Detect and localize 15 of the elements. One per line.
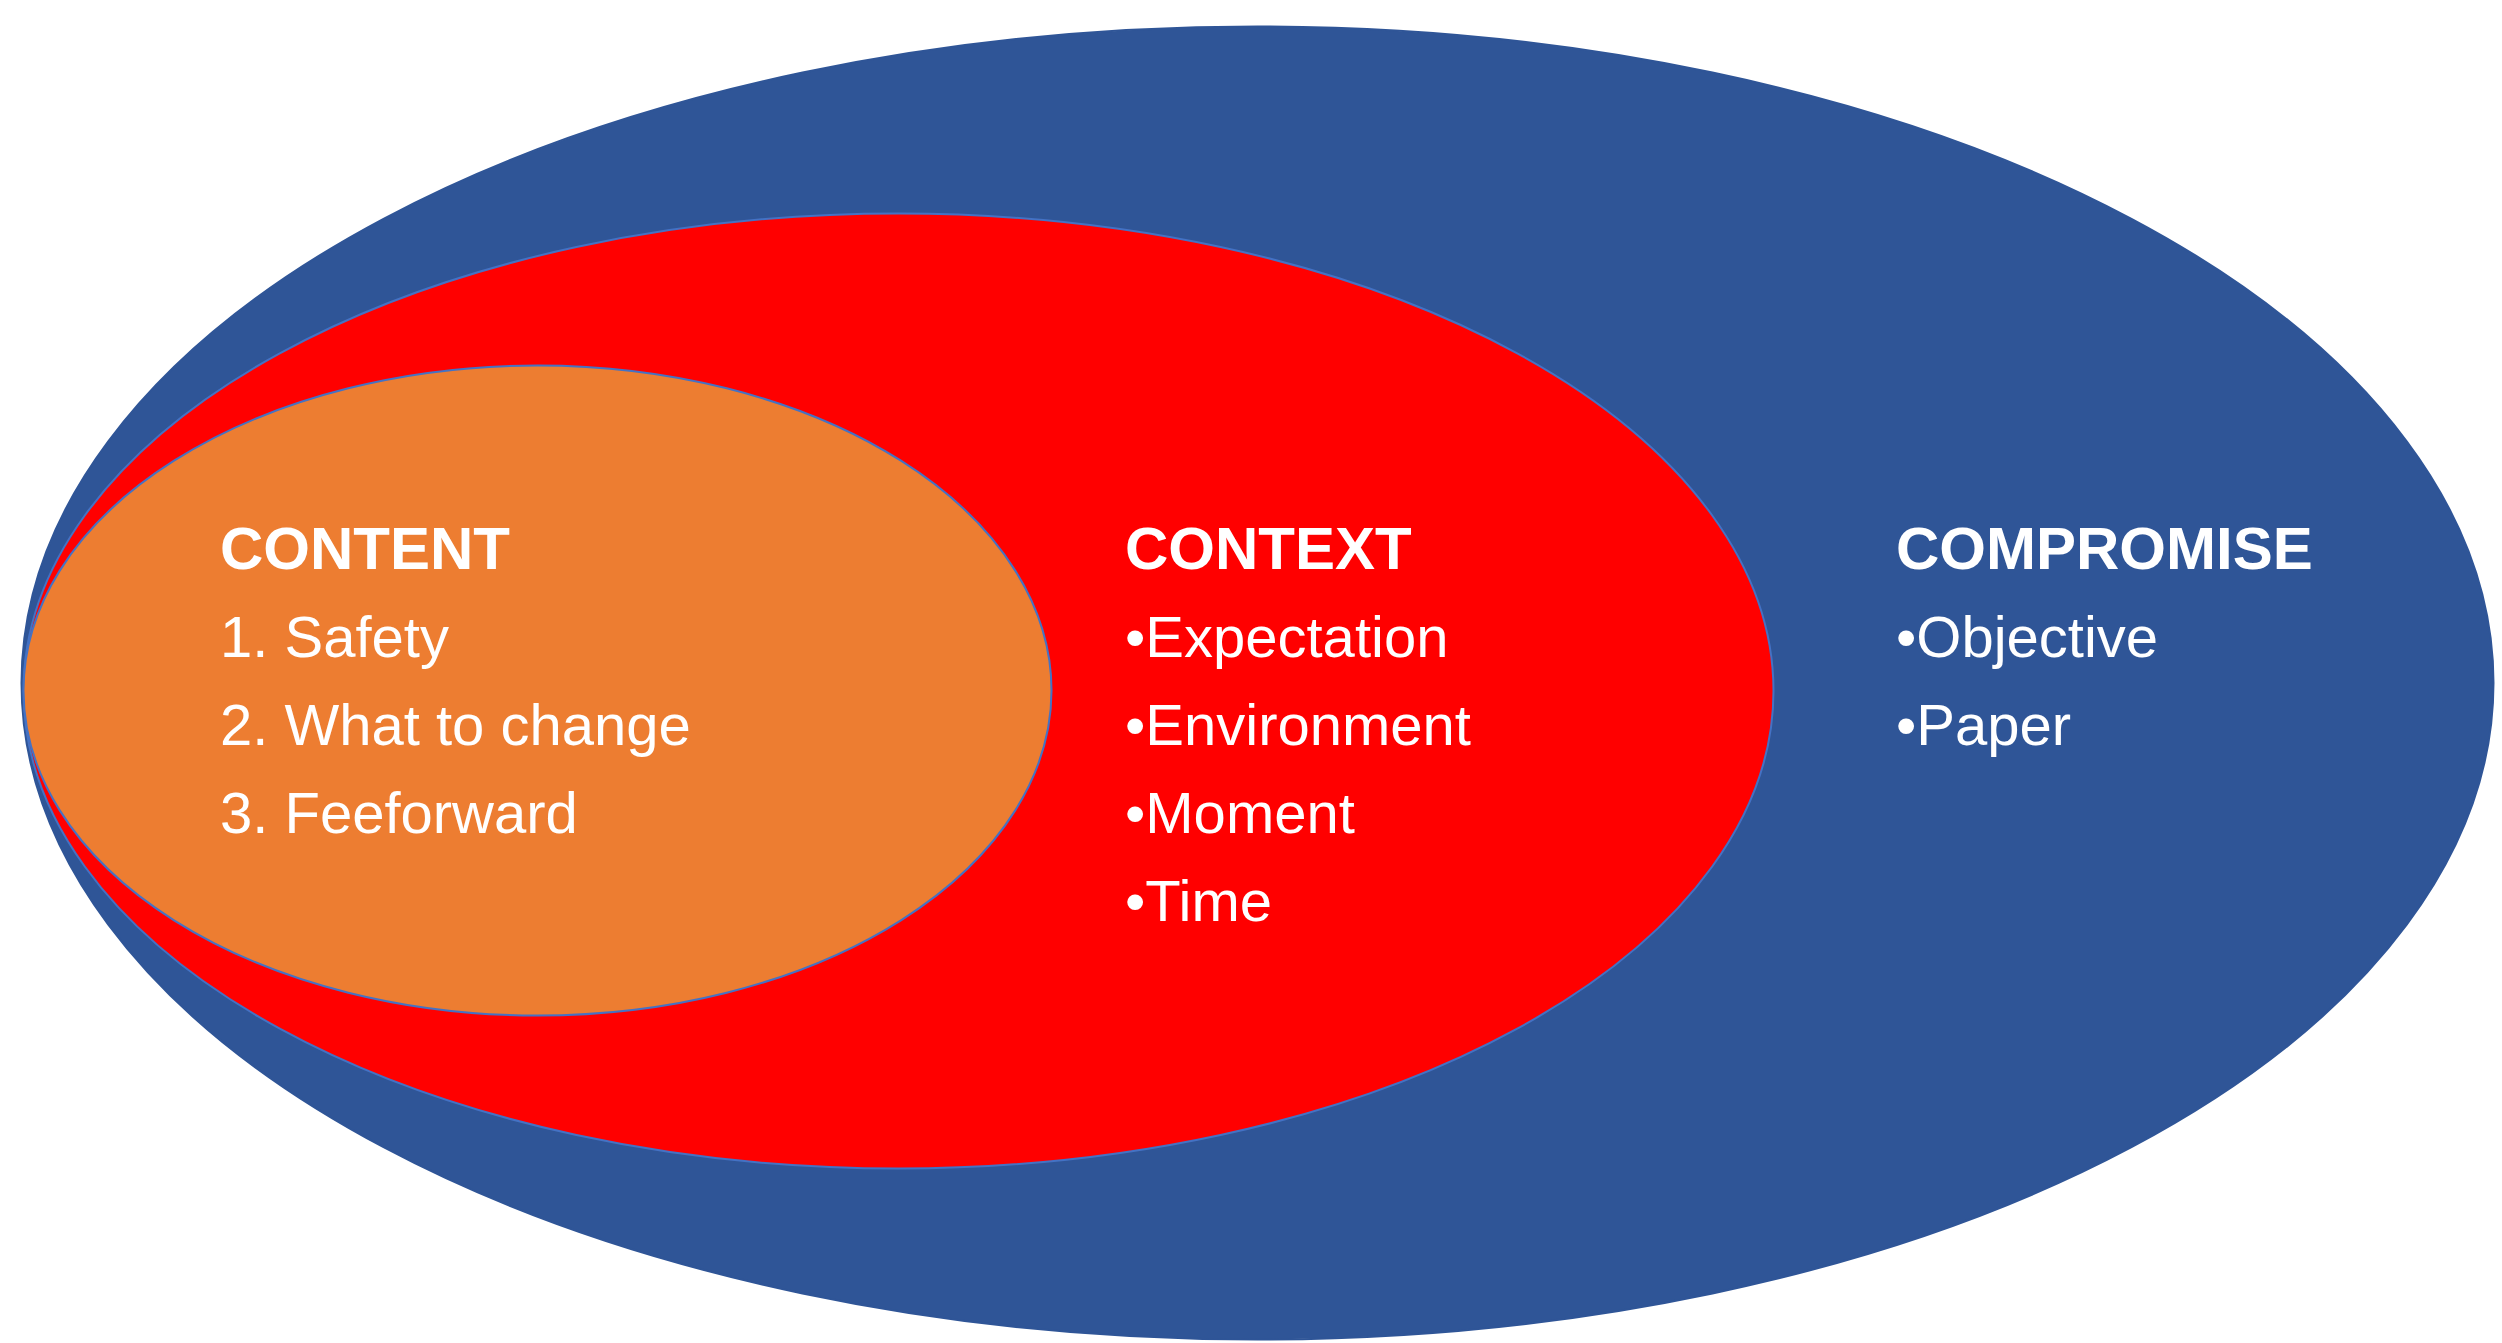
- ellipse-region: [22, 364, 1053, 1017]
- list-item: •Expectation: [1125, 603, 1450, 671]
- ellipse-region: [20, 25, 2495, 1341]
- section-heading: CONTENT: [220, 514, 511, 584]
- section-heading: COMPROMISE: [1896, 514, 2313, 584]
- list-item: 3. Feeforward: [220, 779, 579, 847]
- section-heading: CONTEXT: [1125, 514, 1413, 584]
- list-item: •Time: [1125, 867, 1274, 935]
- list-item: •Moment: [1125, 779, 1356, 847]
- list-item: •Paper: [1896, 691, 2073, 759]
- list-item: •Objective: [1896, 603, 2160, 671]
- list-item: •Environment: [1125, 691, 1471, 759]
- ellipse-region: [22, 212, 1775, 1170]
- list-item: 1. Safety: [220, 603, 450, 671]
- list-item: 2. What to change: [220, 691, 691, 759]
